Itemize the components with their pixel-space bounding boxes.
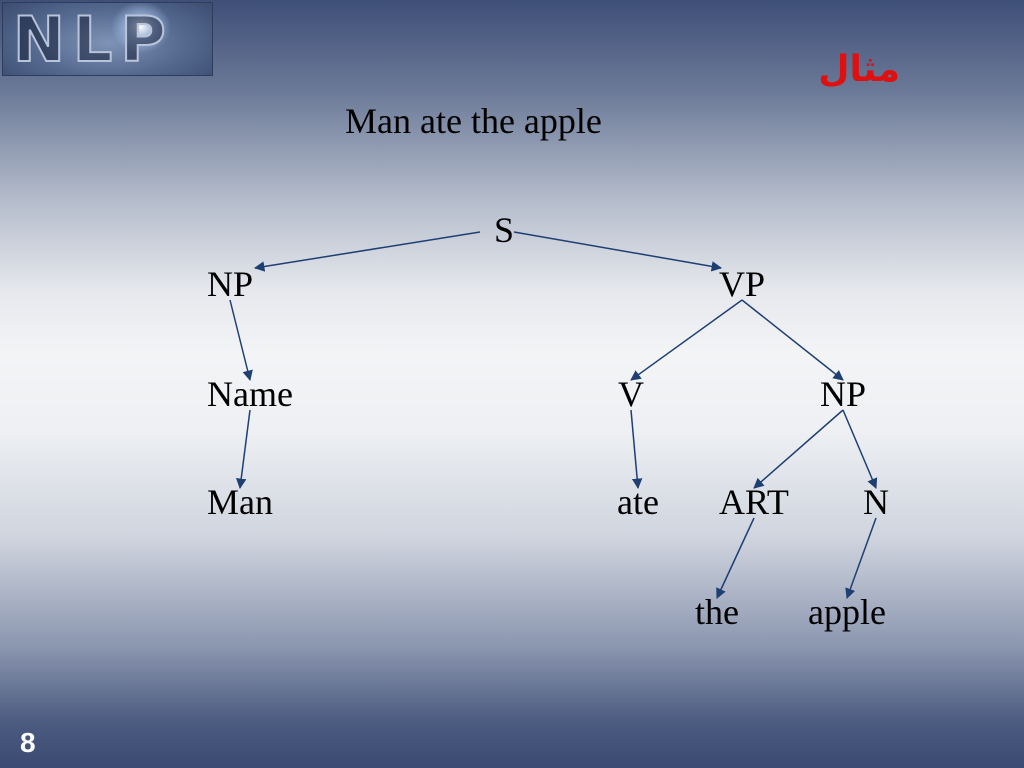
- tree-node-s: S: [494, 210, 515, 250]
- tree-node-np: NP: [207, 264, 254, 304]
- slide-title: مثال: [818, 49, 900, 90]
- nlp-logo: NLP: [2, 2, 213, 76]
- tree-node-vp: VP: [719, 264, 766, 304]
- tree-edge-v-ate: [630, 409, 643, 490]
- tree-node-n: N: [863, 482, 889, 522]
- tree-edge-np2-n: [842, 409, 878, 489]
- tree-edge-np1-name: [229, 299, 253, 382]
- slide-number: 8: [20, 727, 36, 758]
- tree-edge-art-the: [716, 517, 755, 599]
- tree-node-v: V: [618, 374, 644, 414]
- tree-edge-s-np1: [253, 231, 481, 272]
- tree-leaf-man: Man: [207, 482, 273, 522]
- tree-edge-s-vp: [513, 231, 723, 272]
- tree-edge-name-man: [235, 409, 251, 490]
- tree-edge-np2-art: [753, 409, 844, 489]
- tree-leaf-the: the: [695, 592, 739, 632]
- tree-edge-vp-np2: [741, 299, 844, 381]
- tree-node-name: Name: [207, 374, 293, 414]
- tree-node-np-object: NP: [820, 374, 867, 414]
- tree-edge-vp-v: [630, 299, 743, 381]
- example-sentence: Man ate the apple: [345, 101, 602, 141]
- nlp-logo-text: NLP: [12, 3, 174, 76]
- tree-leaf-ate: ate: [617, 482, 659, 522]
- tree-edge-n-apple: [845, 517, 877, 599]
- tree-node-art: ART: [719, 482, 789, 522]
- tree-leaf-apple: apple: [808, 592, 886, 632]
